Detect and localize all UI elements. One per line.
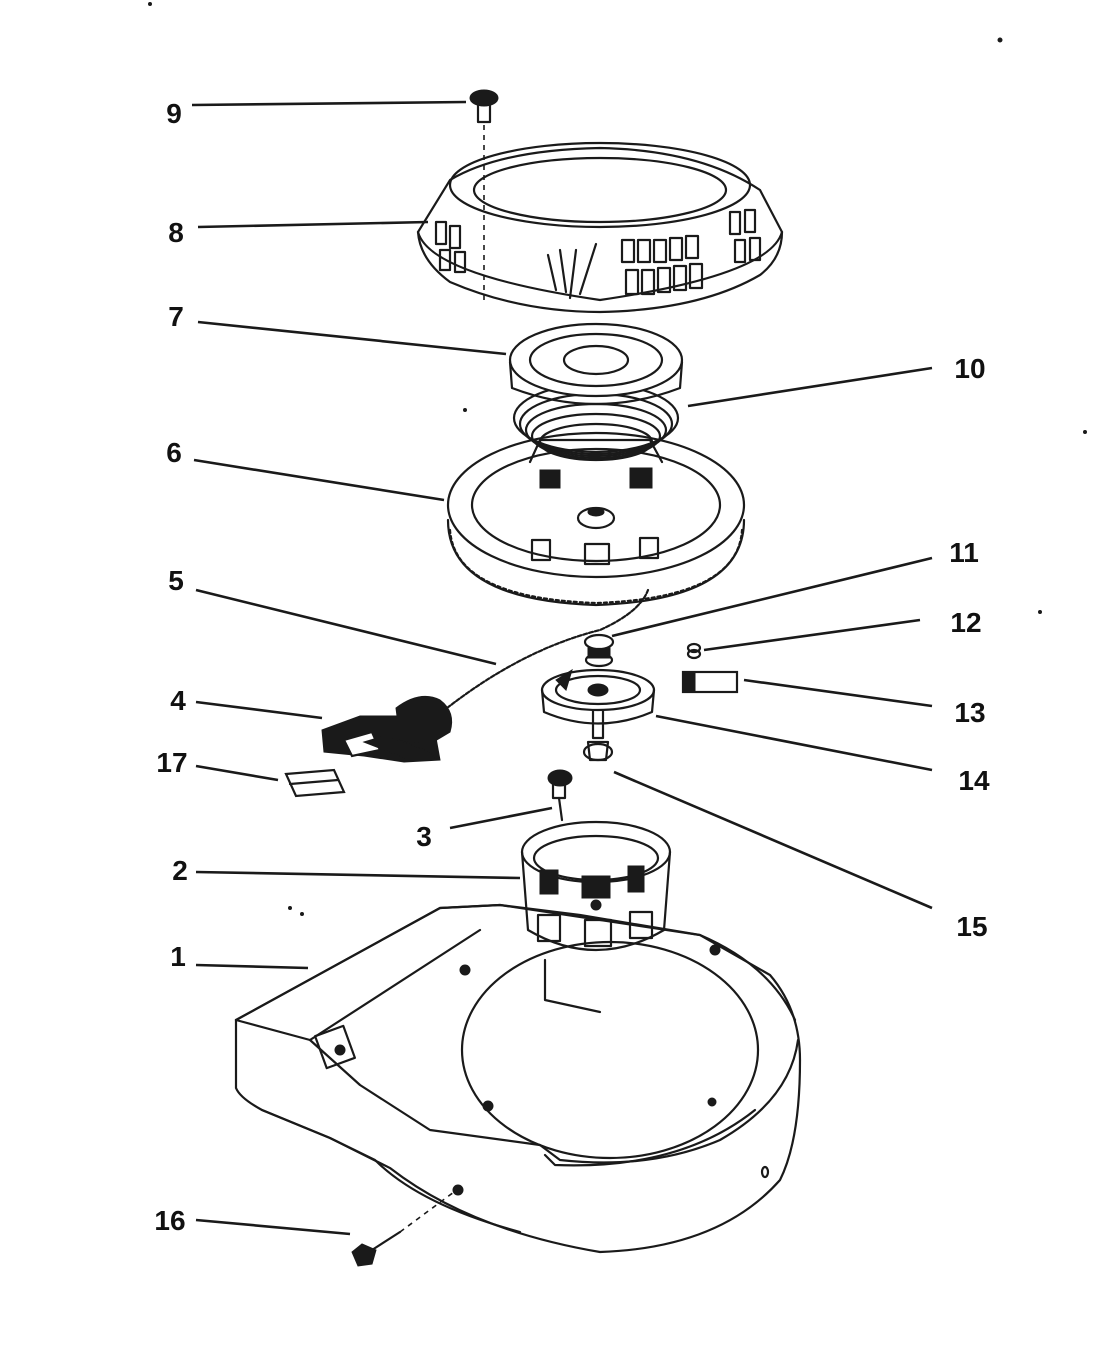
callout-14: 14 bbox=[958, 765, 990, 796]
part-15-screw bbox=[582, 700, 614, 762]
leader-15 bbox=[613, 770, 933, 910]
cover-vents bbox=[434, 208, 762, 296]
part-1-housing bbox=[234, 903, 802, 1254]
part-9-screw bbox=[469, 89, 499, 300]
callout-15: 15 bbox=[956, 911, 987, 942]
callout-11: 11 bbox=[949, 537, 979, 568]
part-2-cup bbox=[520, 820, 672, 951]
callout-9: 9 bbox=[166, 98, 182, 129]
part-5-rope bbox=[440, 588, 650, 714]
callout-7: 7 bbox=[168, 301, 184, 332]
callout-12: 12 bbox=[950, 607, 981, 638]
leader-17 bbox=[195, 764, 279, 782]
part-13-pawl bbox=[681, 670, 739, 694]
leader-12 bbox=[703, 618, 921, 652]
leader-3 bbox=[449, 806, 553, 830]
callout-5: 5 bbox=[168, 565, 184, 596]
part-6-pulley bbox=[446, 431, 746, 607]
leader-1 bbox=[195, 963, 309, 970]
leader-6 bbox=[193, 458, 445, 502]
leader-9 bbox=[191, 100, 467, 107]
part-16-screw bbox=[351, 1191, 455, 1267]
part-12-spring bbox=[686, 642, 702, 660]
leader-10 bbox=[687, 366, 933, 408]
leader-2 bbox=[195, 870, 521, 880]
part-11-spring bbox=[583, 633, 615, 668]
leader-4 bbox=[195, 700, 323, 720]
part-4-handle bbox=[321, 695, 453, 763]
leader-16 bbox=[195, 1218, 351, 1236]
callout-4: 4 bbox=[170, 685, 186, 716]
callout-10: 10 bbox=[954, 353, 985, 384]
leader-lines bbox=[191, 100, 933, 1236]
leader-7 bbox=[197, 320, 507, 356]
callout-8: 8 bbox=[168, 217, 184, 248]
callout-3: 3 bbox=[416, 821, 432, 852]
leader-13 bbox=[743, 678, 933, 708]
callout-labels: 9 8 7 10 6 5 11 12 13 4 14 17 15 3 2 1 1… bbox=[154, 98, 990, 1236]
callout-13: 13 bbox=[954, 697, 985, 728]
part-7-spring-cover bbox=[508, 322, 684, 406]
callout-17: 17 bbox=[156, 747, 187, 778]
leader-5 bbox=[195, 588, 497, 666]
scan-specks bbox=[148, 2, 1087, 916]
part-8-cover bbox=[416, 141, 784, 314]
callout-16: 16 bbox=[154, 1205, 185, 1236]
callout-2: 2 bbox=[172, 855, 188, 886]
part-3-screw bbox=[547, 769, 573, 822]
callout-1: 1 bbox=[170, 941, 186, 972]
part-14-ratchet bbox=[540, 668, 656, 725]
leader-8 bbox=[197, 220, 429, 229]
callout-6: 6 bbox=[166, 437, 182, 468]
leader-14 bbox=[655, 714, 933, 772]
part-17-tag bbox=[284, 768, 346, 798]
leader-11 bbox=[611, 556, 933, 638]
